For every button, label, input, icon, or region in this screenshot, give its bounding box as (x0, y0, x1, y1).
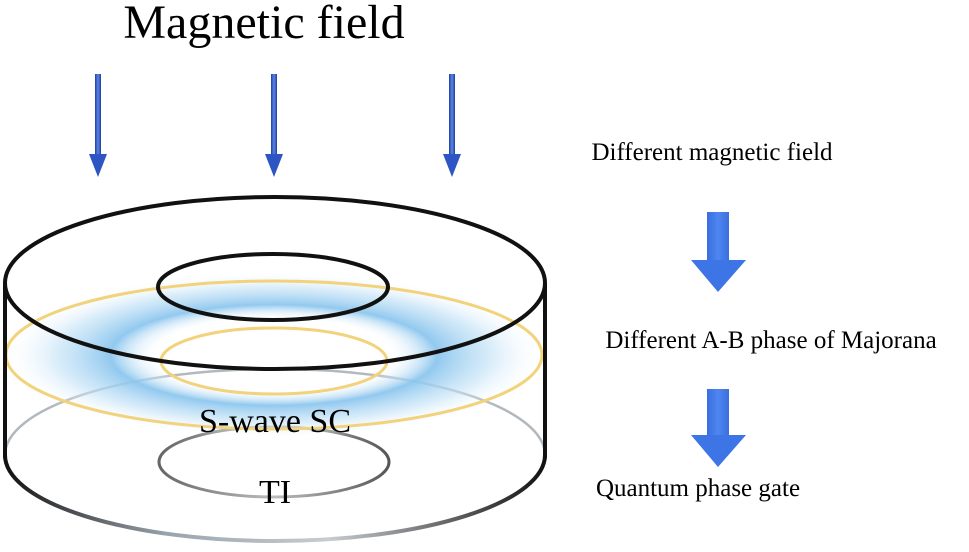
ti-label: TI (259, 474, 291, 511)
step-different-ab-phase: Different A-B phase of Majorana (605, 327, 936, 354)
ring-device: S-wave SC TI (2, 195, 547, 543)
field-arrow-center (265, 74, 283, 177)
inner-hole-top (156, 252, 390, 322)
s-wave-sc-label: S-wave SC (199, 403, 351, 440)
flow-arrow-1 (691, 212, 746, 292)
step-different-magnetic-field: Different magnetic field (591, 139, 833, 166)
field-arrow-right (443, 74, 461, 177)
magnetic-field-title: Magnetic field (123, 0, 404, 49)
field-arrow-left (89, 74, 107, 177)
flow-arrow-2 (691, 389, 746, 467)
device-top-rim (3, 195, 547, 371)
step-quantum-phase-gate: Quantum phase gate (596, 475, 800, 502)
device-bottom-rim-front (3, 454, 547, 543)
majorana-glow-band (2, 271, 546, 439)
